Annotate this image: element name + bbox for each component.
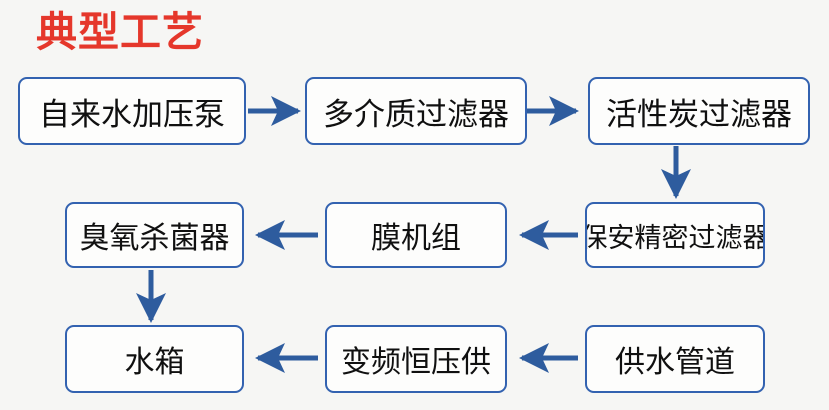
node-ozone-sterilizer[interactable]: 臭氧杀菌器: [65, 202, 244, 268]
node-multimedia-filter[interactable]: 多介质过滤器: [305, 77, 527, 145]
node-water-supply-pipeline[interactable]: 供水管道: [585, 325, 765, 393]
node-variable-frequency-constant-pressure-supply[interactable]: 变频恒压供: [325, 325, 507, 393]
page-title: 典型工艺: [36, 8, 204, 56]
node-security-precision-filter[interactable]: 保安精密过滤器: [585, 202, 765, 268]
node-raw-water-booster-pump[interactable]: 自来水加压泵: [18, 77, 246, 145]
node-water-tank[interactable]: 水箱: [65, 325, 244, 393]
node-activated-carbon-filter[interactable]: 活性炭过滤器: [588, 77, 810, 145]
node-membrane-unit[interactable]: 膜机组: [325, 202, 507, 268]
